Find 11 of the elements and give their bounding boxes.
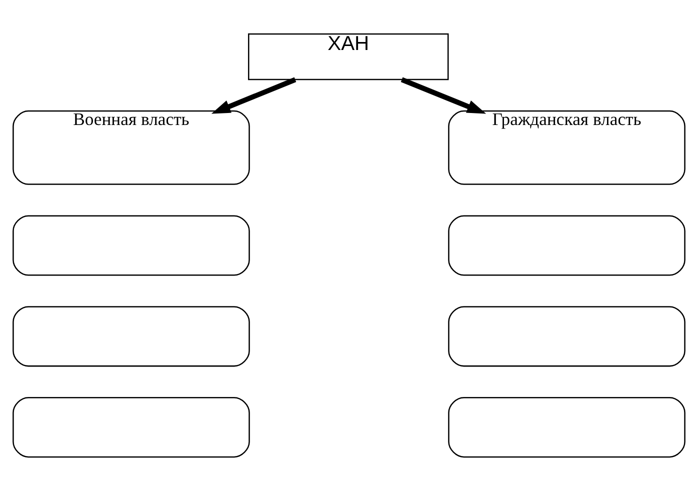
node-box: Военная власть <box>12 110 250 184</box>
arrow <box>400 76 486 114</box>
node-box: ХАН <box>248 32 449 80</box>
node-box <box>12 306 250 366</box>
node-box <box>448 306 686 366</box>
node-box <box>12 214 250 276</box>
arrow <box>211 76 296 114</box>
node-box <box>448 214 686 276</box>
node-box <box>448 396 686 458</box>
node-box: Гражданская власть <box>448 110 686 184</box>
node-box <box>12 396 250 458</box>
